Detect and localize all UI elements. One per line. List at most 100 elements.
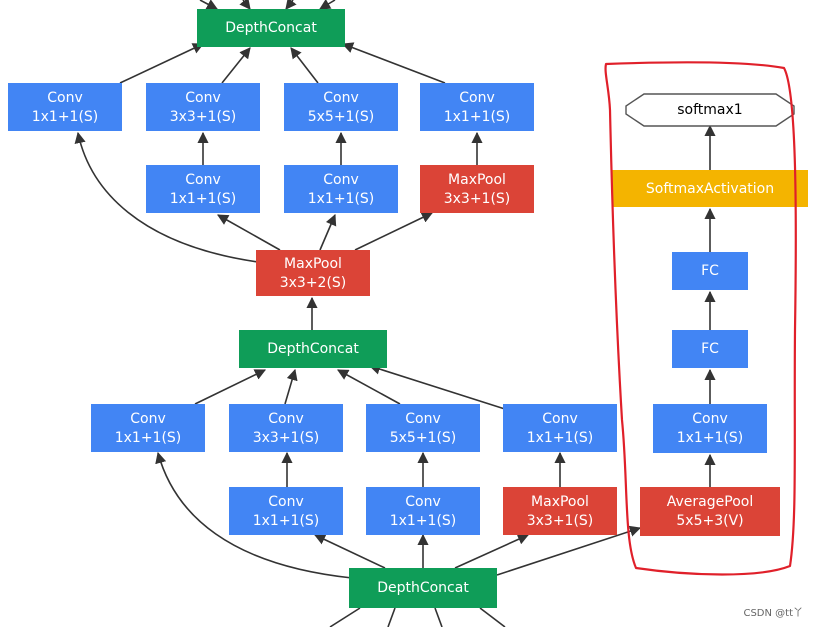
conv-top-2-line1: Conv — [185, 90, 221, 106]
conv-top-5-box — [146, 165, 260, 213]
depthconcat-top-node: DepthConcat — [197, 9, 345, 47]
conv-top-4-box — [420, 83, 534, 131]
conv-top-6-line2: 1x1+1(S) — [308, 191, 375, 207]
edge-concat-bot-to-conv-b5 — [313, 534, 386, 569]
conv-aux-node: Conv 1x1+1(S) — [653, 404, 767, 453]
averagepool-box — [640, 487, 780, 536]
conv-bot-5-node: Conv 1x1+1(S) — [229, 487, 343, 535]
conv-bot-6-line1: Conv — [405, 494, 441, 510]
edge-stub-bot-3 — [434, 607, 443, 627]
conv-bot-2-line1: Conv — [268, 411, 304, 427]
conv-top-2-box — [146, 83, 260, 131]
conv-top-1-line1: Conv — [47, 90, 83, 106]
maxpool-bot-line1: MaxPool — [531, 494, 589, 510]
watermark: CSDN @tt丫 — [743, 608, 803, 619]
fc-2-node: FC — [672, 330, 748, 368]
conv-aux-line2: 1x1+1(S) — [677, 430, 744, 446]
conv-top-2-node: Conv 3x3+1(S) — [146, 83, 260, 131]
conv-bot-4-box — [503, 404, 617, 452]
conv-aux-box — [653, 404, 767, 453]
conv-top-4-line1: Conv — [459, 90, 495, 106]
conv-bot-5-line2: 1x1+1(S) — [253, 513, 320, 529]
conv-top-5-node: Conv 1x1+1(S) — [146, 165, 260, 213]
maxpool-mid-line2: 3x3+2(S) — [280, 275, 347, 291]
edge-pool-mid-to-conv-t1 — [74, 131, 259, 263]
edge-pool-mid-to-pool-t — [354, 212, 434, 251]
depthconcat-mid-node: DepthConcat — [239, 330, 387, 368]
edge-conv-b4-to-concat-mid — [368, 363, 509, 411]
softmax-activation-box — [612, 170, 808, 207]
edge-stub-top-2 — [239, 0, 251, 10]
conv-bot-4-node: Conv 1x1+1(S) — [503, 404, 617, 452]
edge-concat-bot-to-avgpool — [496, 525, 642, 576]
edge-pool-mid-to-conv-t6 — [319, 213, 337, 251]
conv-top-1-node: Conv 1x1+1(S) — [8, 83, 122, 131]
edge-stub-bot-2 — [387, 607, 396, 627]
averagepool-line1: AveragePool — [667, 494, 753, 510]
edge-stub-top-3 — [285, 0, 297, 10]
conv-bot-4-line1: Conv — [542, 411, 578, 427]
depthconcat-bot-box — [349, 568, 497, 608]
edge-stub-top-4 — [319, 0, 336, 10]
conv-bot-3-box — [366, 404, 480, 452]
fc-2-box — [672, 330, 748, 368]
conv-bot-2-node: Conv 3x3+1(S) — [229, 404, 343, 452]
conv-bot-5-line1: Conv — [268, 494, 304, 510]
softmax-output-label: softmax1 — [677, 102, 742, 118]
conv-bot-4-line2: 1x1+1(S) — [527, 430, 594, 446]
conv-top-5-line2: 1x1+1(S) — [170, 191, 237, 207]
conv-bot-5-box — [229, 487, 343, 535]
depthconcat-top-label: DepthConcat — [225, 20, 317, 36]
conv-top-6-line1: Conv — [323, 172, 359, 188]
conv-bot-3-line2: 5x5+1(S) — [390, 430, 457, 446]
nodes: DepthConcat Conv 1x1+1(S) Conv 3x3+1(S) … — [8, 9, 808, 608]
edge-conv-t2-to-concat-top — [221, 47, 251, 84]
fc-1-node: FC — [672, 252, 748, 290]
edge-conv-b1-to-concat-mid — [194, 369, 267, 405]
maxpool-bot-box — [503, 487, 617, 535]
edge-concat-bot-to-pool-b — [454, 534, 530, 569]
conv-top-3-node: Conv 5x5+1(S) — [284, 83, 398, 131]
maxpool-mid-node: MaxPool 3x3+2(S) — [256, 250, 370, 296]
edge-conv-t1-to-concat-top — [119, 43, 205, 84]
conv-top-3-line2: 5x5+1(S) — [308, 109, 375, 125]
conv-bot-1-line2: 1x1+1(S) — [115, 430, 182, 446]
conv-bot-3-line1: Conv — [405, 411, 441, 427]
fc-2-label: FC — [701, 341, 719, 357]
maxpool-top-box — [420, 165, 534, 213]
depthconcat-bot-label: DepthConcat — [377, 580, 469, 596]
edge-stub-bot-1 — [329, 607, 361, 627]
conv-top-4-node: Conv 1x1+1(S) — [420, 83, 534, 131]
conv-top-1-line2: 1x1+1(S) — [32, 109, 99, 125]
edge-stub-top-1 — [199, 0, 218, 10]
edge-concat-bot-to-conv-b1 — [155, 451, 353, 579]
softmax-activation-label: SoftmaxActivation — [646, 181, 774, 197]
conv-bot-2-box — [229, 404, 343, 452]
conv-top-6-box — [284, 165, 398, 213]
edge-conv-t3-to-concat-top — [290, 47, 319, 84]
conv-top-1-box — [8, 83, 122, 131]
maxpool-mid-line1: MaxPool — [284, 256, 342, 272]
maxpool-bot-line2: 3x3+1(S) — [527, 513, 594, 529]
depthconcat-bot-node: DepthConcat — [349, 568, 497, 608]
edge-conv-t4-to-concat-top — [341, 42, 446, 84]
conv-top-4-line2: 1x1+1(S) — [444, 109, 511, 125]
conv-bot-1-node: Conv 1x1+1(S) — [91, 404, 205, 452]
averagepool-line2: 5x5+3(V) — [676, 513, 743, 529]
depthconcat-top-box — [197, 9, 345, 47]
conv-top-2-line2: 3x3+1(S) — [170, 109, 237, 125]
edges — [74, 0, 716, 627]
conv-bot-6-box — [366, 487, 480, 535]
edge-pool-mid-to-conv-t5 — [217, 214, 281, 251]
maxpool-top-line1: MaxPool — [448, 172, 506, 188]
maxpool-top-node: MaxPool 3x3+1(S) — [420, 165, 534, 213]
depthconcat-mid-label: DepthConcat — [267, 341, 359, 357]
conv-aux-line1: Conv — [692, 411, 728, 427]
maxpool-top-line2: 3x3+1(S) — [444, 191, 511, 207]
conv-top-6-node: Conv 1x1+1(S) — [284, 165, 398, 213]
conv-bot-1-box — [91, 404, 205, 452]
conv-bot-3-node: Conv 5x5+1(S) — [366, 404, 480, 452]
depthconcat-mid-box — [239, 330, 387, 368]
conv-top-3-box — [284, 83, 398, 131]
maxpool-bot-node: MaxPool 3x3+1(S) — [503, 487, 617, 535]
